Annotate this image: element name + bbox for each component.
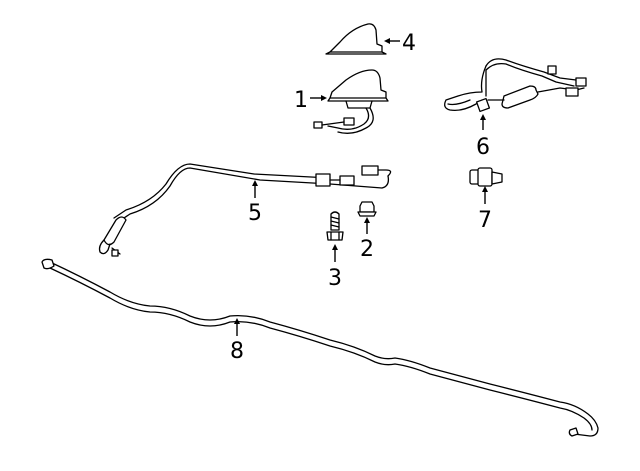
leader-3 [332, 244, 338, 262]
harness-part-6[interactable] [444, 58, 587, 113]
callout-4: 4 [402, 31, 416, 56]
callout-8: 8 [230, 339, 244, 364]
bolt-part-3[interactable] [326, 211, 344, 241]
leader-6 [480, 114, 486, 130]
leader-1 [310, 95, 327, 101]
callout-7: 7 [478, 208, 492, 233]
antenna-base-part-1[interactable] [313, 69, 389, 134]
callout-6: 6 [476, 135, 490, 160]
leader-4 [384, 38, 400, 44]
callout-2: 2 [360, 237, 374, 262]
leader-7 [482, 186, 488, 204]
connector-part-7[interactable] [469, 167, 503, 187]
leader-2 [364, 217, 370, 234]
callout-5: 5 [248, 201, 262, 226]
antenna-cable-part-5[interactable] [98, 163, 392, 257]
long-cable-part-8[interactable] [41, 258, 599, 437]
callout-1: 1 [294, 88, 308, 113]
leader-5 [252, 180, 258, 198]
nut-part-2[interactable] [357, 201, 377, 217]
callout-3: 3 [328, 266, 342, 291]
leader-8 [234, 318, 240, 336]
antenna-cover-part-4[interactable] [325, 23, 387, 55]
